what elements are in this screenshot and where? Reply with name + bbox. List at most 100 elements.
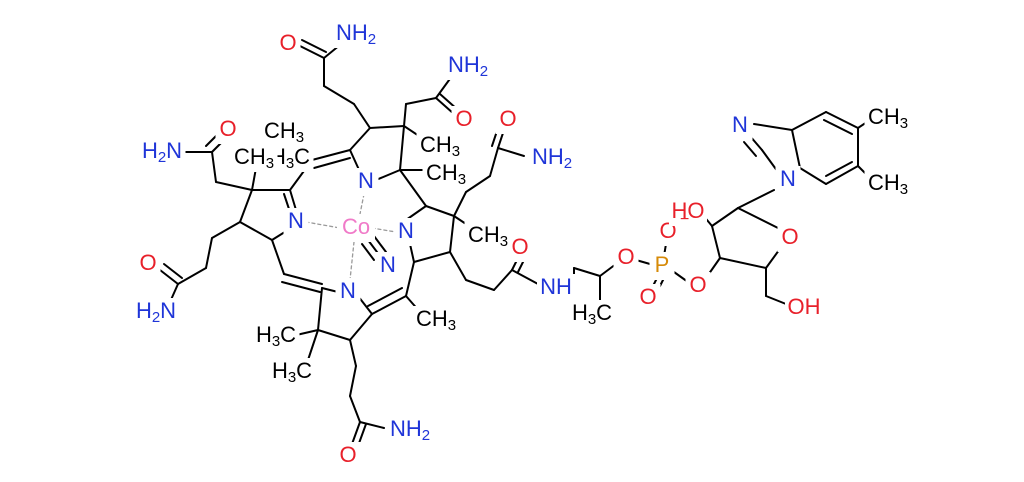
bond (317, 329, 351, 341)
bond (493, 269, 513, 291)
atom-label-background (393, 218, 419, 246)
coordination-bond (371, 227, 397, 233)
bond (399, 125, 405, 171)
phosphate-p-label: P (655, 252, 670, 277)
bond (719, 257, 767, 269)
atom-label-background (613, 244, 639, 272)
benzo-methyl-top-label: CH3​ (868, 104, 908, 132)
phosphate-o-ester-left-label: O (617, 244, 634, 269)
atom-label-background (332, 20, 380, 48)
bond (511, 269, 539, 285)
amide-o-left-label: O (219, 116, 236, 141)
bond (321, 287, 339, 293)
amide-nh2-right-label: NH2​ (532, 144, 572, 172)
atom-label-background (568, 300, 616, 328)
bond (375, 169, 401, 181)
methyl-c-label: CH3​ (234, 144, 274, 172)
atom-label-background (260, 118, 308, 146)
atom-label-background (230, 144, 278, 172)
methyl-g-label: CH3​ (416, 306, 456, 334)
bond (413, 251, 451, 263)
bond (239, 189, 253, 223)
bond (361, 243, 375, 261)
benzimidazole-n-top-label: N (732, 112, 748, 137)
bond (349, 339, 357, 367)
bond (353, 103, 371, 129)
bond (317, 287, 323, 331)
bond (425, 205, 455, 217)
bond-layer (159, 39, 871, 447)
ring-n-bottom-label: N (340, 278, 356, 303)
bond (351, 421, 361, 445)
ring-n-right-label: N (398, 218, 414, 243)
bond (349, 313, 373, 341)
bond (753, 123, 793, 131)
bond (177, 267, 207, 285)
side-amide-o-label: O (511, 234, 528, 259)
atom-label-background (669, 198, 707, 226)
atom-label-background (422, 160, 470, 188)
amide-o-lower-left-label: O (139, 250, 156, 275)
atom-label-background (268, 358, 316, 386)
atom-label-background (337, 214, 375, 242)
bond (449, 215, 455, 253)
bond (743, 141, 757, 157)
bond (599, 263, 617, 277)
atom-label-background (635, 284, 661, 312)
amide-nh2-top-right-label: NH2​ (448, 52, 488, 80)
bond (465, 175, 491, 193)
bond (403, 103, 407, 127)
side-amide-nh-label: NH (540, 274, 572, 299)
amide-o-right-label: O (499, 106, 516, 131)
coordination-bond (305, 221, 341, 229)
bond (301, 39, 327, 53)
atom-label-background (132, 298, 180, 326)
bond (405, 205, 427, 221)
coordination-bond (359, 193, 365, 215)
bond (435, 97, 455, 115)
amide-nh2-lower-left-label: H2​N (136, 298, 176, 326)
atom-label-background (386, 416, 434, 444)
bond (159, 269, 179, 285)
phosphate-negative-charge: − (680, 211, 689, 228)
bond (349, 127, 371, 151)
bond (791, 111, 827, 131)
atom-label-background (528, 144, 576, 172)
bond (281, 281, 321, 293)
bond (409, 243, 415, 263)
ribose-ring-o-label: O (781, 224, 798, 249)
atom-label-background (353, 168, 379, 196)
bond (311, 149, 351, 161)
methyl-h-label: H3​C (256, 322, 296, 350)
bond (453, 191, 467, 217)
methyl-d-label: CH3​ (420, 132, 460, 160)
methyl-a-upper-label: CH3​ (264, 118, 304, 146)
bond (489, 147, 499, 177)
bond (367, 287, 403, 307)
bond (497, 147, 525, 157)
bond (405, 261, 415, 297)
bond (823, 119, 853, 135)
bond (313, 157, 351, 169)
amide-o-top-right-label: O (455, 106, 472, 131)
bond (307, 329, 319, 361)
bond (761, 149, 779, 173)
atom-label-background (727, 112, 753, 140)
bond (765, 295, 787, 305)
ring-n-left-label: N (288, 208, 304, 233)
bond (349, 365, 357, 397)
methyl-e-label: CH3​ (426, 160, 466, 188)
bond (791, 129, 801, 169)
amide-o-top-label: O (279, 30, 296, 55)
ribose-oh-label: OH (788, 294, 821, 319)
atom-label-background (649, 252, 675, 280)
atom-label-background (283, 208, 309, 236)
amide-nh2-bottom-label: NH2​ (390, 416, 430, 444)
cobalt-label: Co (342, 214, 370, 239)
atom-label-background (275, 30, 301, 58)
bond (711, 225, 721, 259)
bond (205, 237, 213, 269)
atom-label-background (864, 170, 912, 198)
atom-label-background (215, 116, 241, 144)
bond (215, 181, 253, 191)
